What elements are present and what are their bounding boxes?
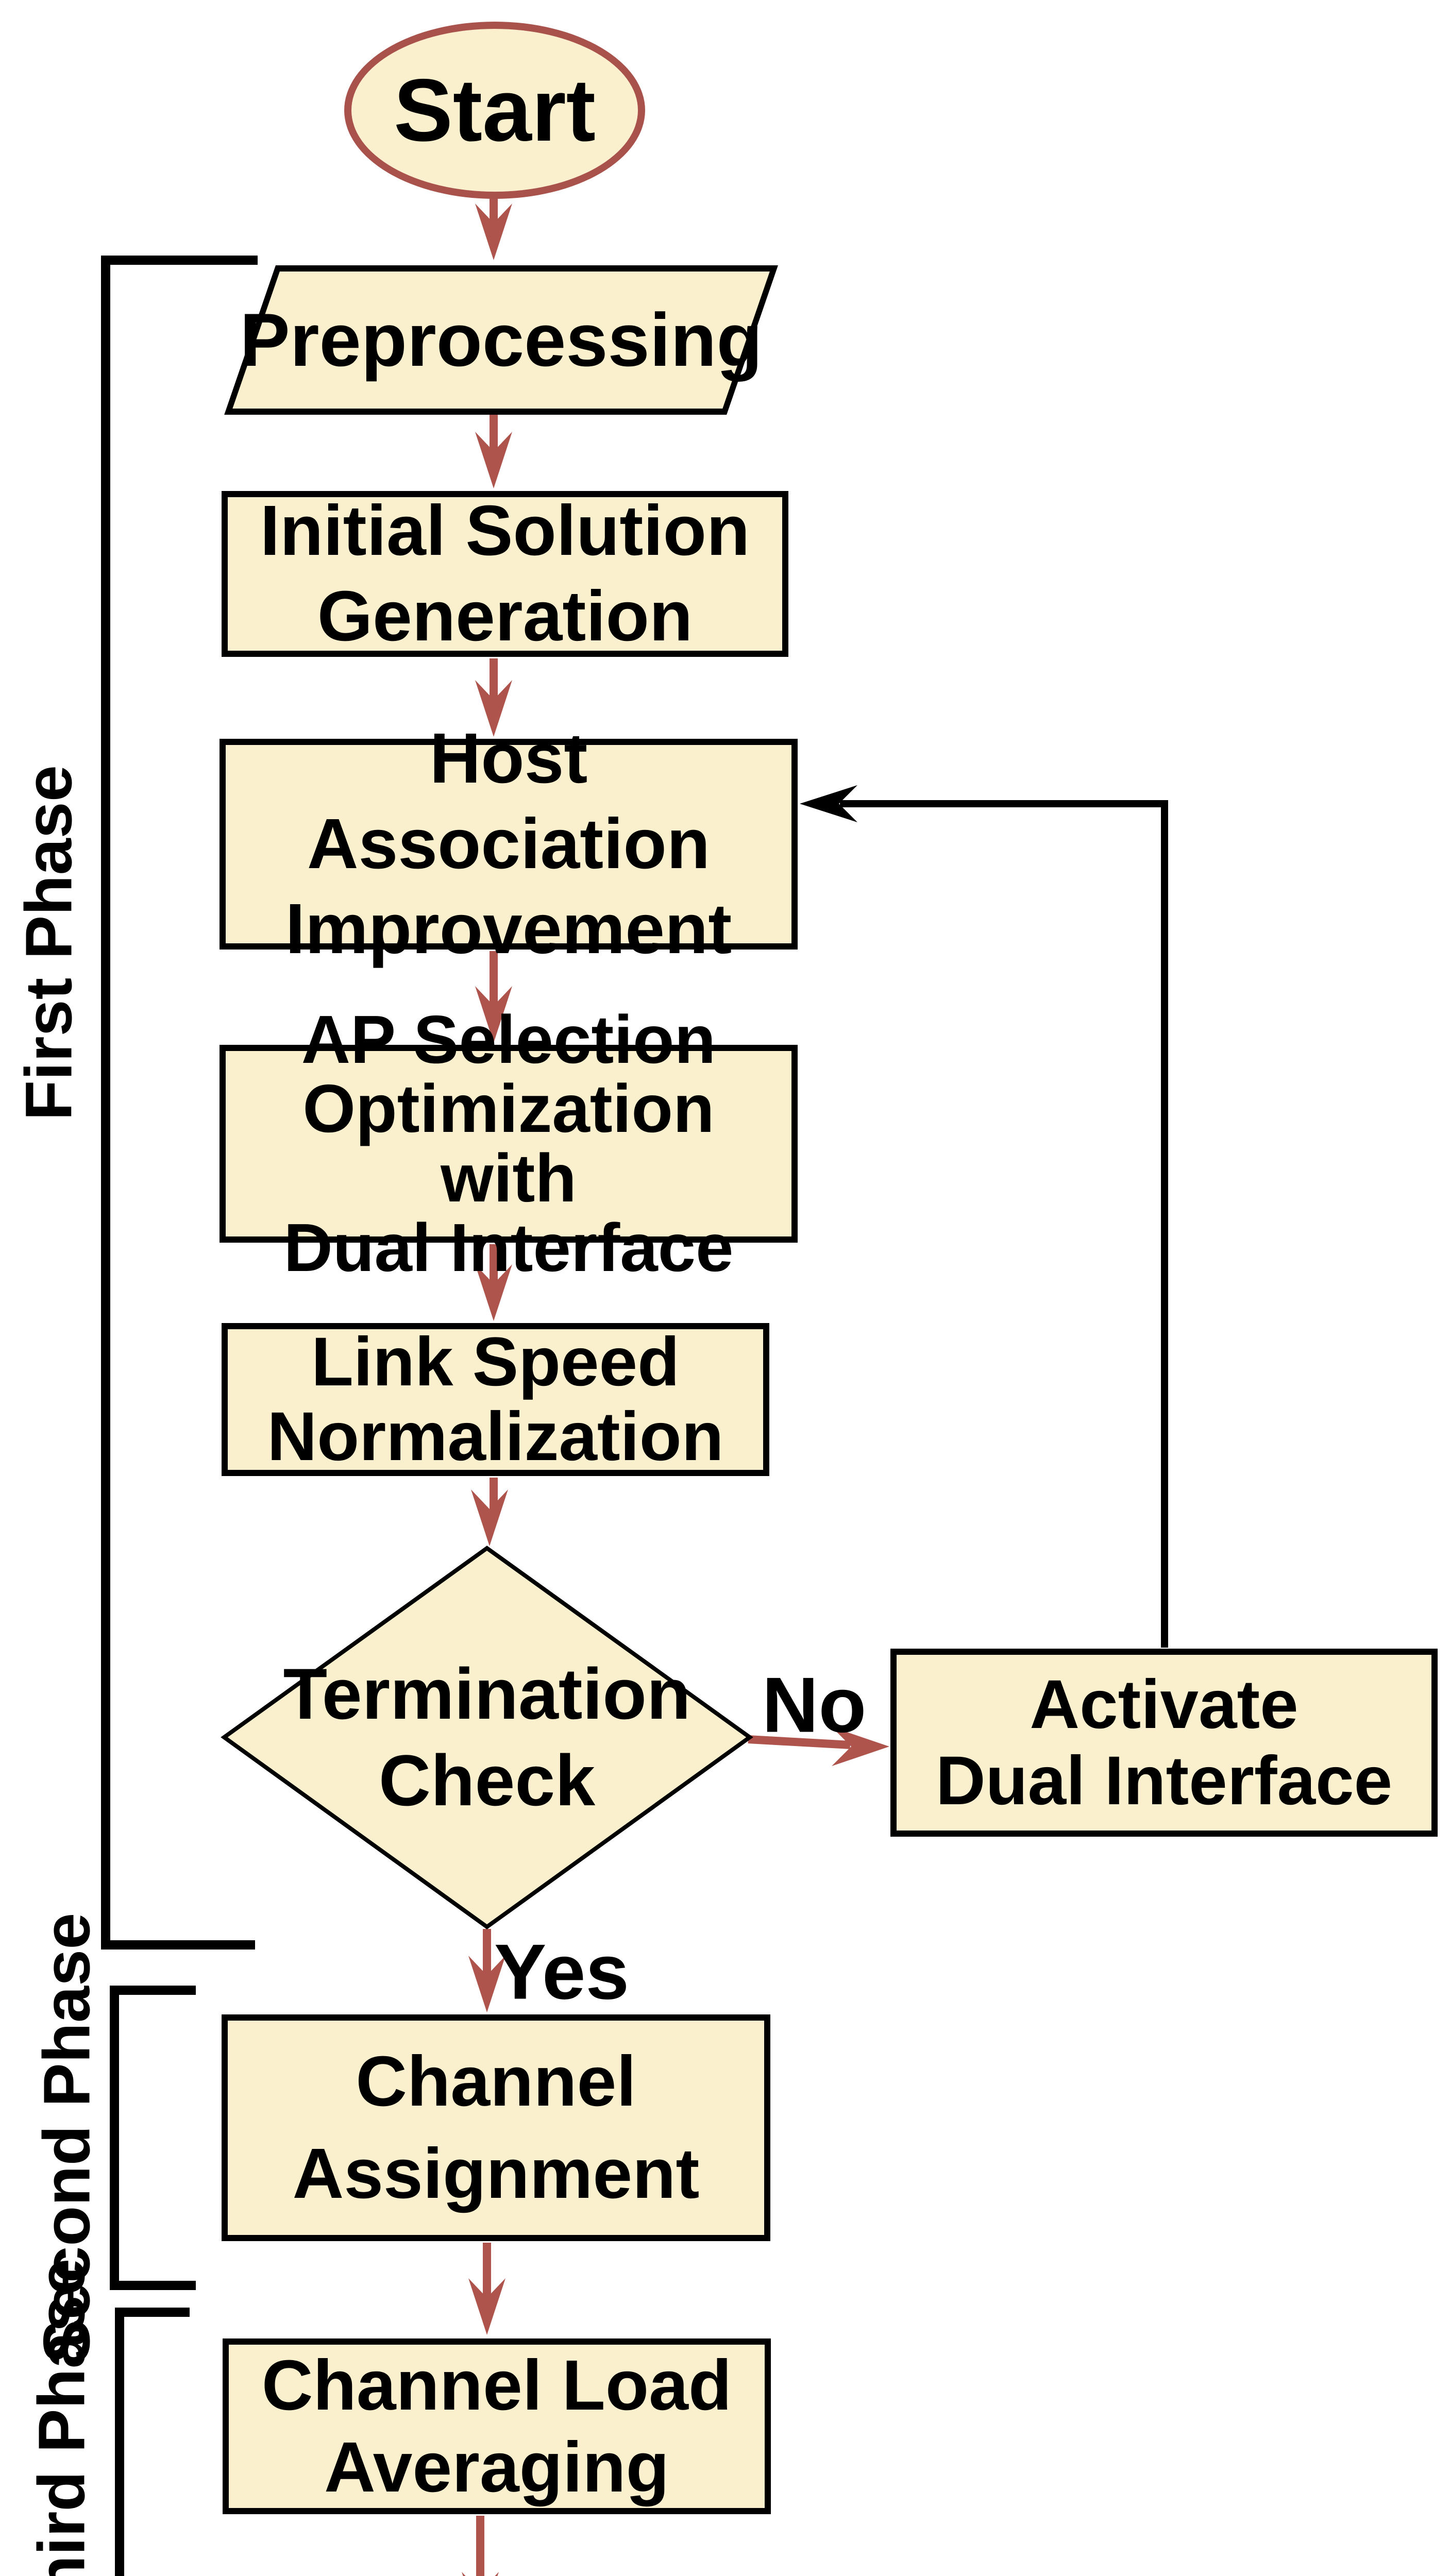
initial-solution-generation-node: Initial Solution Generation <box>222 491 788 657</box>
preprocessing-node-label: Preprocessing <box>240 298 763 382</box>
arrow-no <box>748 1735 851 1749</box>
arrowhead-icon <box>475 986 512 1043</box>
ap-selection-optimization-node: AP Selection Optimization with Dual Inte… <box>220 1005 798 1282</box>
arrowhead-icon <box>471 1489 508 1546</box>
arrowhead-icon <box>468 2278 505 2335</box>
arrowhead-icon <box>475 1264 512 1321</box>
activate-dual-interface-node: Activate Dual Interface <box>890 1649 1438 1837</box>
arrowhead-icon <box>832 1727 889 1766</box>
yes-edge-label: Yes <box>494 1928 630 2016</box>
termination-check-node-label: Termination Check <box>283 1653 691 1821</box>
feedback-connector <box>840 800 1168 1648</box>
third-phase-label: Third Phase <box>25 2258 99 2576</box>
no-edge-label: No <box>762 1661 867 1749</box>
third-phase-bracket <box>115 2308 190 2576</box>
link-speed-normalization-node: Link Speed Normalization <box>222 1323 769 1476</box>
channel-assignment-node: Channel Assignment <box>222 2014 770 2241</box>
feedback-arrowhead-icon <box>800 785 857 822</box>
termination-check-diamond-shape <box>221 1546 753 1929</box>
first-phase-label: First Phase <box>12 765 86 1121</box>
second-phase-bracket <box>110 1986 196 2290</box>
channel-load-averaging-node: Channel Load Averaging <box>223 2338 771 2514</box>
arrowhead-icon <box>475 432 512 488</box>
host-association-improvement-node: Host Association Improvement <box>220 719 798 969</box>
start-terminator: Start <box>344 22 645 199</box>
arrowhead-icon <box>475 204 512 260</box>
first-phase-bracket <box>101 256 258 1950</box>
arrowhead-icon <box>475 680 512 737</box>
arrowhead-icon <box>468 1956 505 2012</box>
